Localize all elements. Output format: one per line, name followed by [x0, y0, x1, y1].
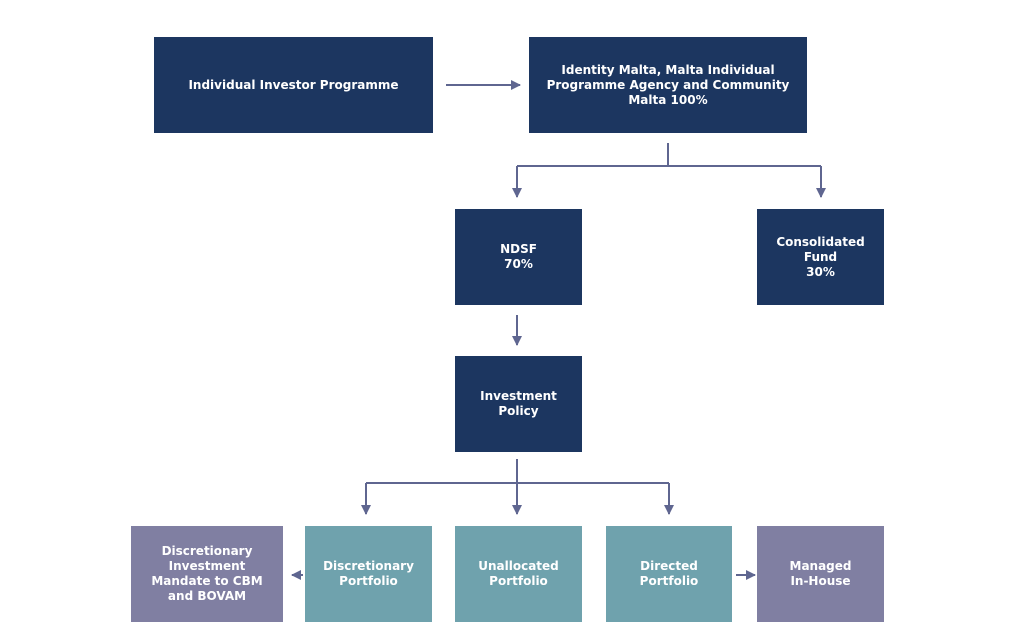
- node-label: NDSF 70%: [500, 242, 537, 271]
- node-label: Individual Investor Programme: [188, 77, 399, 92]
- node-directed-portfolio: Directed Portfolio: [606, 526, 732, 622]
- node-ndsf: NDSF 70%: [455, 209, 582, 305]
- node-label: Consolidated Fund 30%: [776, 234, 865, 279]
- node-discretionary-portfolio: Discretionary Portfolio: [305, 526, 432, 622]
- node-managed-in-house: Managed In-House: [757, 526, 884, 622]
- node-label: Discretionary Investment Mandate to CBM …: [151, 544, 263, 603]
- node-label: Identity Malta, Malta Individual Program…: [546, 62, 790, 107]
- node-investment-policy: Investment Policy: [455, 356, 582, 452]
- node-label: Unallocated Portfolio: [478, 559, 559, 588]
- node-label: Discretionary Portfolio: [323, 559, 414, 588]
- node-identity-malta: Identity Malta, Malta Individual Program…: [529, 37, 807, 133]
- node-individual-investor-programme: Individual Investor Programme: [154, 37, 433, 133]
- node-label: Managed In-House: [789, 559, 852, 588]
- node-label: Investment Policy: [480, 389, 557, 418]
- node-label: Directed Portfolio: [639, 559, 699, 588]
- node-discretionary-investment-mandate: Discretionary Investment Mandate to CBM …: [131, 526, 283, 622]
- node-unallocated-portfolio: Unallocated Portfolio: [455, 526, 582, 622]
- node-consolidated-fund: Consolidated Fund 30%: [757, 209, 884, 305]
